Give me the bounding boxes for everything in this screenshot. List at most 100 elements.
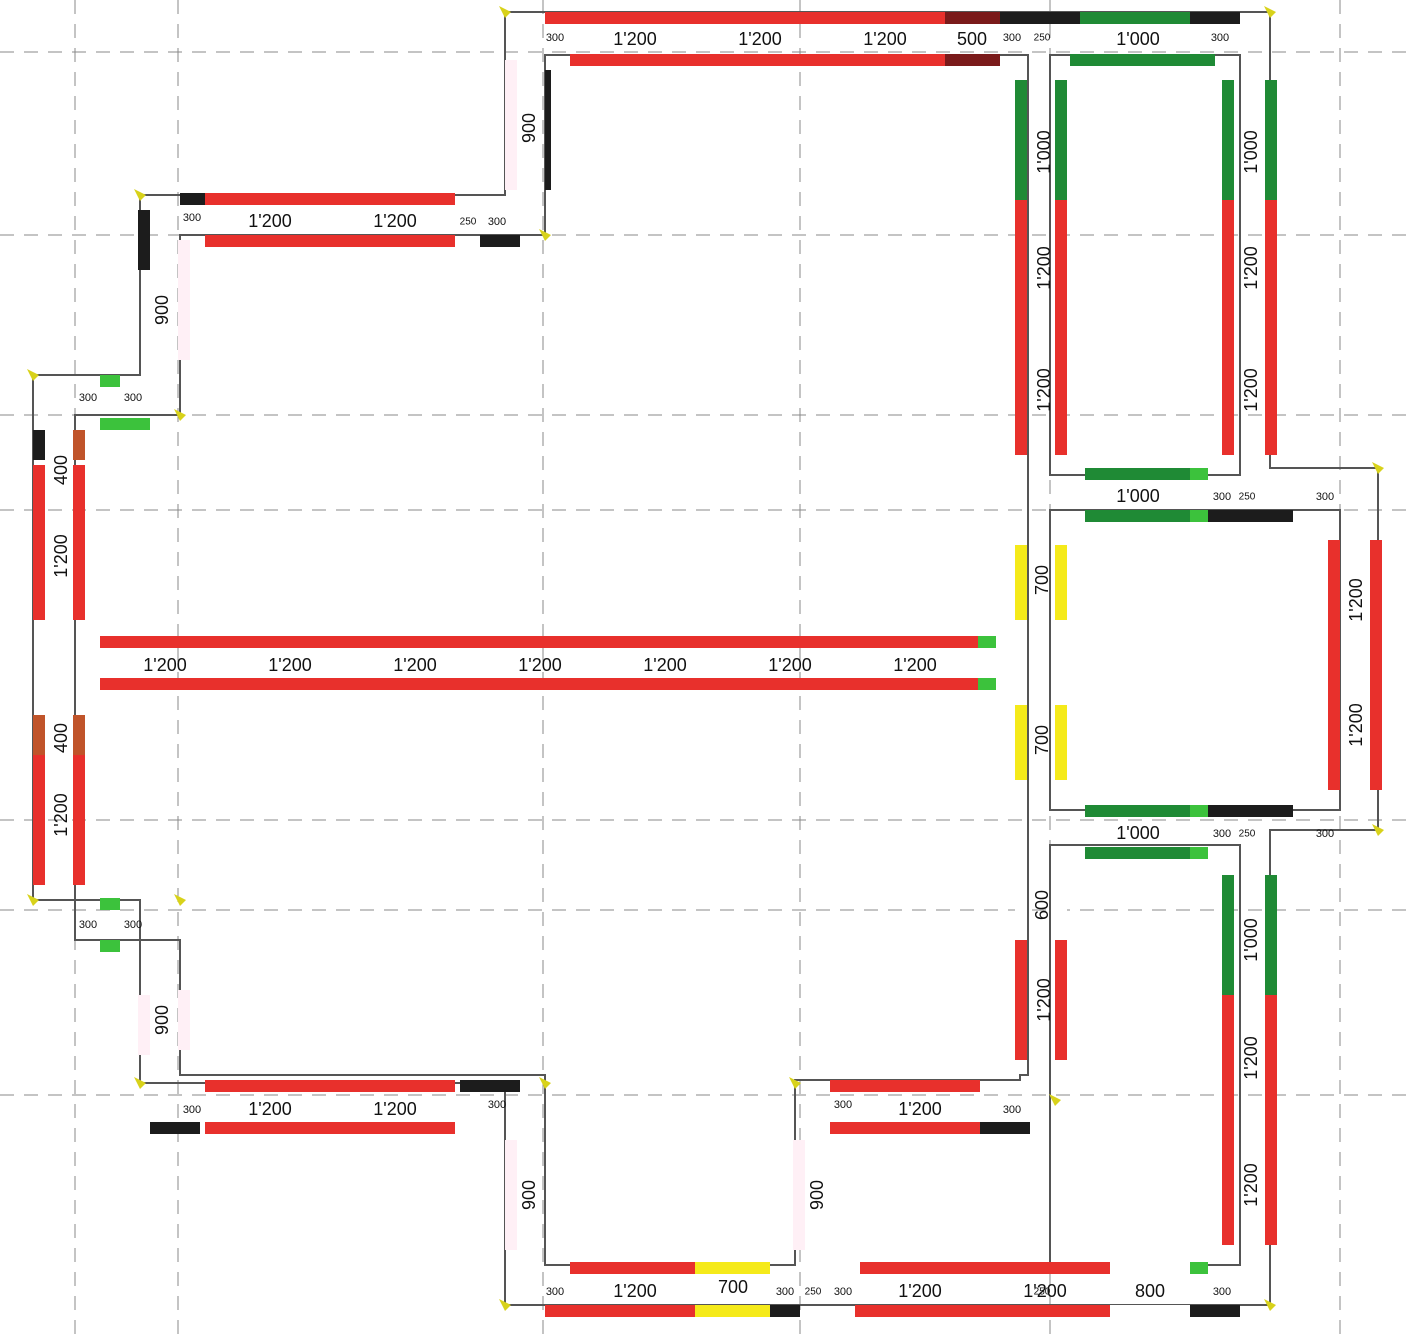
dimension-label: 1'000 bbox=[1241, 918, 1261, 961]
dimension-label: 1'200 bbox=[1023, 1281, 1066, 1301]
corner-accent bbox=[174, 409, 186, 421]
dimension-label: 1'200 bbox=[898, 1281, 941, 1301]
corner-accent bbox=[174, 894, 186, 906]
formwork-panel bbox=[1222, 200, 1234, 455]
dimension-label: 1'200 bbox=[1034, 978, 1054, 1021]
formwork-panel bbox=[33, 755, 45, 885]
tie-panel bbox=[178, 990, 190, 1050]
formwork-panel bbox=[1222, 875, 1234, 995]
corner-accent bbox=[1372, 824, 1384, 836]
tie-panel bbox=[505, 1140, 517, 1250]
dimension-label: 1'200 bbox=[613, 29, 656, 49]
dimension-label: 1'200 bbox=[893, 655, 936, 675]
formwork-panel bbox=[1085, 510, 1190, 522]
dimension-label: 900 bbox=[519, 113, 539, 143]
corner-accent bbox=[789, 1077, 801, 1089]
dimension-label: 300 bbox=[79, 919, 97, 931]
dimension-label: 300 bbox=[124, 392, 142, 404]
dimension-label: 500 bbox=[957, 29, 987, 49]
formwork-panel bbox=[545, 1305, 695, 1317]
corner-accent bbox=[27, 369, 39, 381]
formwork-panel bbox=[1190, 12, 1240, 24]
formwork-panel bbox=[945, 12, 1000, 24]
corner-accent bbox=[1264, 6, 1276, 18]
formwork-panel bbox=[100, 636, 980, 648]
formwork-panel bbox=[1085, 468, 1190, 480]
formwork-panel bbox=[33, 430, 45, 460]
dimension-label: 1'000 bbox=[1116, 29, 1159, 49]
formwork-panel bbox=[830, 1122, 980, 1134]
corner-accent bbox=[1264, 1299, 1276, 1311]
tie-panel bbox=[178, 240, 190, 360]
dimension-label: 700 bbox=[1032, 725, 1052, 755]
dimension-label: 1'200 bbox=[643, 655, 686, 675]
dimension-label: 1'200 bbox=[51, 534, 71, 577]
formwork-panel bbox=[460, 1080, 520, 1092]
formwork-panel bbox=[1055, 545, 1067, 620]
formwork-panel bbox=[1110, 1305, 1190, 1317]
formwork-panel bbox=[1055, 200, 1067, 455]
formwork-panel bbox=[1265, 875, 1277, 995]
formwork-panel bbox=[33, 715, 45, 755]
formwork-panel bbox=[1190, 1262, 1208, 1274]
dimension-label: 300 bbox=[1213, 1286, 1231, 1298]
formwork-panel bbox=[570, 1262, 695, 1274]
dimension-label: 250 bbox=[805, 1287, 822, 1298]
dimension-label: 700 bbox=[718, 1277, 748, 1297]
dimension-label: 250 bbox=[1239, 829, 1256, 840]
corner-accent bbox=[134, 1077, 146, 1089]
dimension-label: 400 bbox=[51, 723, 71, 753]
formwork-panel bbox=[1190, 1305, 1240, 1317]
dimension-label: 300 bbox=[183, 1104, 201, 1116]
dimension-label: 900 bbox=[152, 295, 172, 325]
formwork-panel bbox=[945, 54, 1000, 66]
formwork-panel bbox=[1080, 12, 1190, 24]
dimension-label: 1'200 bbox=[393, 655, 436, 675]
formwork-panel bbox=[1055, 870, 1067, 935]
dimension-label: 1'000 bbox=[1116, 486, 1159, 506]
formwork-panel bbox=[770, 1305, 800, 1317]
dimension-label: 1'200 bbox=[1241, 1036, 1261, 1079]
dimension-label: 1'200 bbox=[1241, 1163, 1261, 1206]
formwork-panel bbox=[855, 1305, 1110, 1317]
dimension-label: 1'200 bbox=[248, 211, 291, 231]
dimension-label: 300 bbox=[546, 1286, 564, 1298]
dimension-label: 1'000 bbox=[1241, 130, 1261, 173]
dimension-label: 1'200 bbox=[373, 211, 416, 231]
formwork-panel bbox=[100, 375, 120, 387]
formwork-panel bbox=[1015, 545, 1027, 620]
dimension-label: 1'000 bbox=[1034, 130, 1054, 173]
formwork-panel bbox=[1190, 468, 1208, 480]
formwork-panel bbox=[100, 940, 120, 952]
core-wall-upper bbox=[1049, 54, 1241, 476]
formwork-panel bbox=[150, 1122, 200, 1134]
dimension-label: 300 bbox=[1211, 32, 1229, 44]
wall-outline-outer bbox=[32, 11, 1379, 1306]
formwork-panel bbox=[100, 678, 980, 690]
dimension-label: 1'200 bbox=[738, 29, 781, 49]
formwork-panel bbox=[73, 430, 85, 460]
formwork-panel bbox=[1000, 12, 1080, 24]
dimension-label: 900 bbox=[152, 1005, 172, 1035]
dimension-label: 1'200 bbox=[1034, 368, 1054, 411]
dimension-label: 300 bbox=[834, 1286, 852, 1298]
dimension-label: 1'200 bbox=[1346, 703, 1366, 746]
formwork-panel bbox=[1110, 1262, 1190, 1274]
dimension-label: 900 bbox=[807, 1180, 827, 1210]
formwork-panel bbox=[180, 193, 205, 205]
corner-accent bbox=[27, 894, 39, 906]
formwork-panel bbox=[978, 636, 996, 648]
formwork-panel bbox=[1190, 805, 1208, 817]
dimension-label: 1'200 bbox=[373, 1099, 416, 1119]
formwork-panel bbox=[1055, 940, 1067, 1060]
formwork-panel bbox=[1190, 510, 1208, 522]
formwork-panel bbox=[1015, 705, 1027, 780]
formwork-panel bbox=[545, 70, 551, 190]
formwork-panel bbox=[480, 235, 520, 247]
dimension-label: 300 bbox=[183, 212, 201, 224]
dimension-label: 250 bbox=[1034, 1287, 1051, 1298]
dimension-label: 600 bbox=[1032, 890, 1052, 920]
formwork-panel bbox=[980, 1122, 1030, 1134]
dimension-label: 300 bbox=[124, 919, 142, 931]
